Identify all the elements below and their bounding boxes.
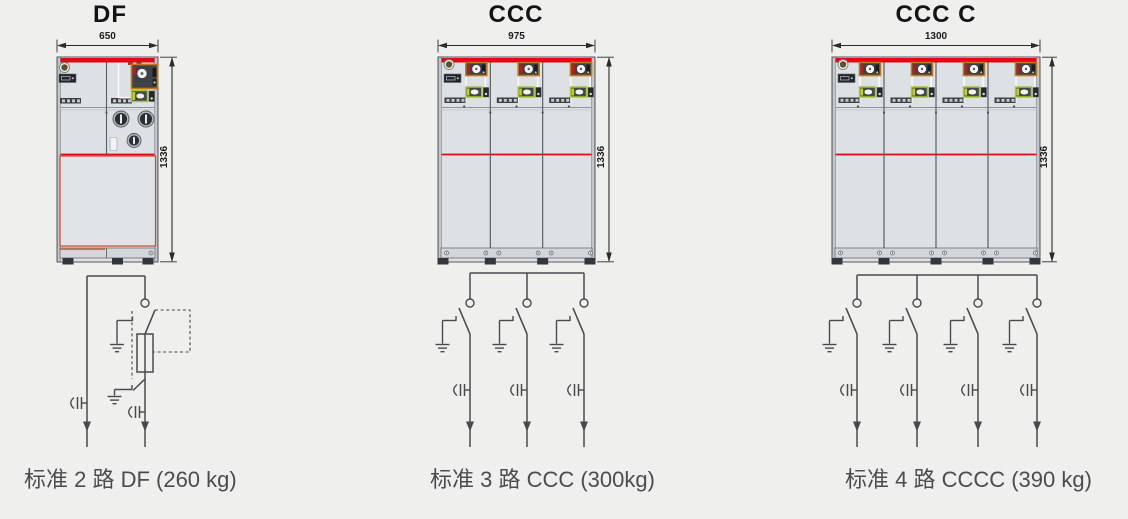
caption-ccc: 标准 3 路 CCC (300kg) xyxy=(430,467,655,492)
feeder-load-break-switch xyxy=(882,275,922,447)
cabinet-front-view-df xyxy=(56,56,159,265)
width-dimension-label-ccc: 975 xyxy=(508,31,525,42)
cabinet-title-df: DF xyxy=(93,1,127,28)
circuit-diagram-cccc xyxy=(822,274,1042,447)
dimension-lines-ccc xyxy=(437,39,614,263)
dimension-lines-df xyxy=(56,39,177,263)
width-dimension-label-df: 650 xyxy=(99,31,116,42)
circuit-diagram-ccc xyxy=(435,272,589,447)
feeder-load-break-switch xyxy=(822,275,862,447)
height-dimension-label-df: 1336 xyxy=(159,145,170,169)
caption-df: 标准 2 路 DF (260 kg) xyxy=(24,467,237,492)
height-dimension-label-cccc: 1336 xyxy=(1039,145,1050,169)
dimension-lines-cccc xyxy=(831,39,1057,263)
height-dimension-label-ccc: 1336 xyxy=(596,145,607,169)
feeder-load-break-switch xyxy=(1002,275,1042,447)
feeder-cable xyxy=(70,276,91,447)
feeder-load-break-switch xyxy=(435,273,475,447)
feeder-switch-fuse xyxy=(107,276,191,447)
feeder-load-break-switch xyxy=(492,273,532,447)
cabinet-front-view-ccc xyxy=(437,56,596,265)
caption-cccc: 标准 4 路 CCCC (390 kg) xyxy=(845,467,1092,492)
circuit-diagram-df xyxy=(70,275,191,447)
feeder-load-break-switch xyxy=(549,273,589,447)
cabinet-title-ccc: CCC xyxy=(488,1,544,28)
feeder-load-break-switch xyxy=(943,275,983,447)
cabinet-front-view-cccc xyxy=(831,56,1041,265)
cabinet-title-cccc: CCC C xyxy=(895,1,977,28)
width-dimension-label-cccc: 1300 xyxy=(924,31,948,42)
